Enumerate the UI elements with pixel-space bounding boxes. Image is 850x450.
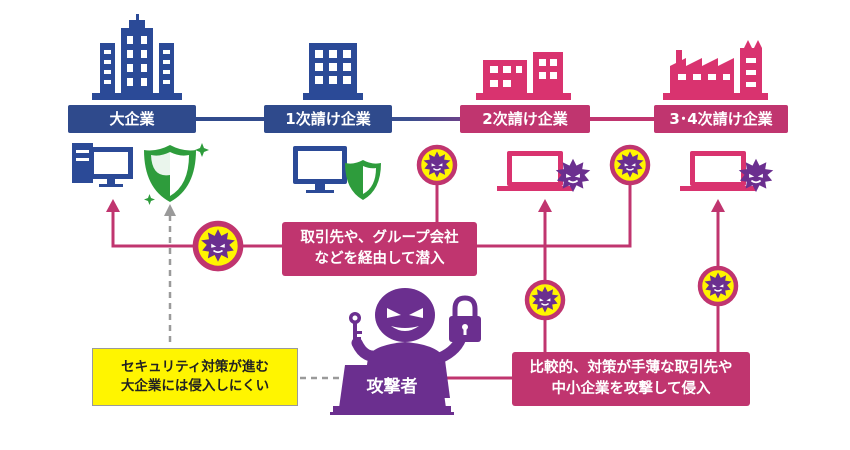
- desktop-computer-icon: [293, 146, 347, 193]
- desktop-computer-icon: [72, 143, 133, 187]
- callout-supply-chain-line1: 取引先や、グループ会社: [300, 230, 459, 246]
- virus-icon: [612, 147, 648, 183]
- callout-supply-chain-line2: などを経由して潜入: [314, 251, 445, 267]
- virus-icon: [419, 147, 455, 183]
- tier-label-large-enterprise: 大企業: [68, 105, 196, 133]
- callout-weak-target: 比較的、対策が手薄な取引先や 中小企業を攻撃して侵入: [512, 352, 750, 406]
- shop-icon: [476, 52, 571, 100]
- callout-weak-target-line1: 比較的、対策が手薄な取引先や: [529, 360, 733, 376]
- laptop-icon: [680, 151, 756, 191]
- shield-icon: [144, 143, 209, 205]
- callout-hard-target-line2: 大企業には侵入しにくい: [120, 378, 270, 394]
- arrow-head-grey: [164, 204, 176, 216]
- laptop-icon: [497, 151, 573, 191]
- virus-icon: [700, 268, 736, 304]
- tier-label-first-tier: 1次請け企業: [264, 105, 392, 133]
- tier-label-third-fourth-tier: 3･4次請け企業: [654, 105, 788, 133]
- blocked-path-line: [168, 215, 340, 380]
- arrow-heads: [106, 199, 725, 212]
- factory-icon: [663, 40, 768, 100]
- shield-icon: [345, 160, 381, 200]
- tier-label-second-tier: 2次請け企業: [460, 105, 590, 133]
- office-icon: [303, 43, 363, 100]
- virus-icon: [527, 282, 563, 318]
- callout-weak-target-line2: 中小企業を攻撃して侵入: [551, 381, 711, 397]
- padlock-icon: [449, 295, 481, 342]
- callout-hard-target: セキュリティ対策が進む 大企業には侵入しにくい: [92, 348, 298, 406]
- callout-hard-target-line1: セキュリティ対策が進む: [121, 359, 269, 375]
- attacker-label: 攻撃者: [366, 377, 418, 397]
- building-icon: [92, 14, 182, 100]
- hacker-icon: [330, 288, 481, 415]
- virus-icon: [196, 224, 241, 269]
- callout-supply-chain: 取引先や、グループ会社 などを経由して潜入: [282, 222, 477, 276]
